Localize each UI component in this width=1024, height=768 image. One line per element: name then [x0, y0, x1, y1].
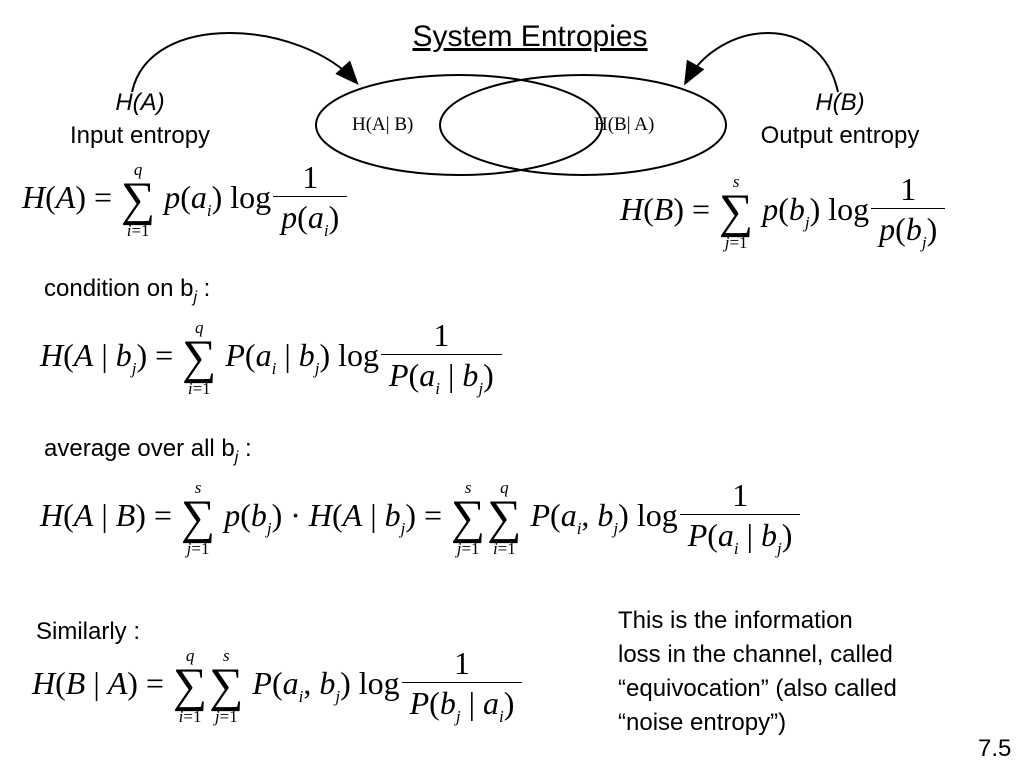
input-label: H(A) Input entropy	[40, 86, 240, 152]
formula-equivocation-ab: H(A | B) = s∑j=1 p(bj) · H(A | bj) = s∑j…	[40, 478, 802, 559]
venn-diagram	[131, 32, 839, 176]
condition-tail: :	[197, 275, 211, 302]
venn-right-ellipse	[439, 74, 727, 176]
average-subscript: j	[234, 448, 239, 466]
note-line: “equivocation” (also called	[618, 675, 897, 702]
venn-left-label: H(A| B)	[352, 114, 414, 135]
venn-left-ellipse	[315, 74, 603, 176]
output-arrow	[684, 32, 839, 93]
page-number: 7.5	[978, 735, 1012, 762]
note-line: This is the information	[618, 607, 853, 634]
output-caption: Output entropy	[760, 122, 920, 149]
similarly-heading: Similarly :	[36, 618, 141, 645]
equivocation-note: This is the information loss in the chan…	[618, 604, 897, 740]
input-symbol: H(A)	[115, 89, 165, 116]
condition-subscript: j	[193, 288, 198, 306]
output-symbol: H(B)	[815, 89, 865, 116]
average-heading: average over all bj :	[44, 435, 252, 467]
slide-title: System Entropies	[412, 20, 648, 53]
note-line: loss in the channel, called	[618, 641, 893, 668]
note-line: “noise entropy”)	[618, 709, 787, 736]
condition-text: condition on b	[44, 275, 194, 302]
venn-right-label: H(B| A)	[594, 114, 655, 135]
input-arrow	[131, 32, 359, 93]
output-label: H(B) Output entropy	[740, 86, 940, 152]
average-text: average over all b	[44, 435, 235, 462]
input-caption: Input entropy	[69, 122, 211, 149]
condition-heading: condition on bj :	[44, 275, 210, 307]
average-tail: :	[238, 435, 252, 462]
